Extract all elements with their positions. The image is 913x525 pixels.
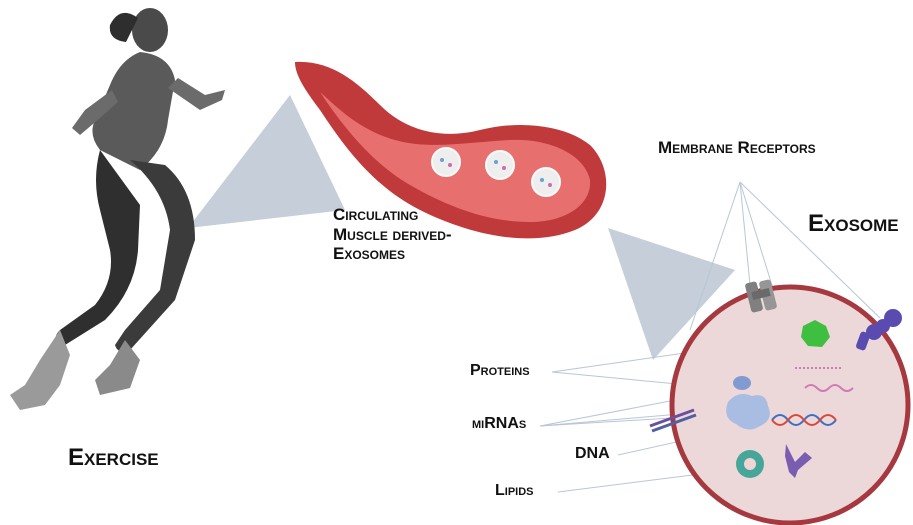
lipid-micelle-icon (736, 450, 764, 478)
dna-helix-icon (771, 414, 837, 426)
vessel-exosome-1 (431, 147, 461, 177)
blood-vessel (295, 61, 607, 239)
vessel-exosome-3 (531, 167, 561, 197)
protein-purple-icon (785, 444, 812, 478)
exosome-vesicle (649, 279, 911, 525)
membrane-receptors-label: Membrane Receptors (658, 138, 816, 157)
mirnas-label: miRNAs (472, 415, 527, 432)
circulating-line-2: Muscle derived- (333, 224, 452, 244)
circulating-exosomes-label: Circulating Muscle derived- Exosomes (333, 205, 452, 264)
protein-cluster-icon (726, 394, 770, 430)
exercise-label: Exercise (68, 444, 159, 471)
circulating-line-3: Exosomes (333, 244, 406, 264)
proteins-label: Proteins (470, 362, 530, 379)
protein-blue-icon (733, 376, 751, 390)
mirna-strand-icon (804, 384, 854, 392)
exosome-label: Exosome (808, 210, 899, 237)
runner-figure (10, 8, 225, 410)
pointer-triangle-runner (188, 95, 345, 228)
lipids-label: Lipids (495, 482, 534, 499)
membrane-receptor-channel-icon (745, 279, 777, 313)
protein-green-icon (801, 320, 830, 347)
circulating-line-1: Circulating (333, 205, 419, 224)
pointer-triangle-vessel (608, 228, 735, 360)
dna-label: DNA (575, 445, 610, 462)
vessel-exosome-2 (485, 150, 515, 180)
mirna-duplex-icon (649, 408, 697, 433)
membrane-receptor-purple-icon (856, 309, 902, 351)
